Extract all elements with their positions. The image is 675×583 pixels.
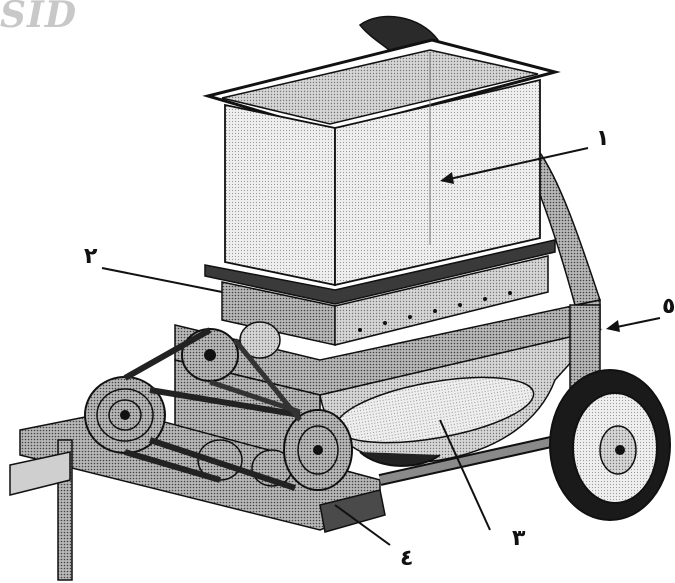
callout-hopper: ١ (596, 126, 610, 151)
callout-chassis: ٤ (400, 546, 414, 571)
callout-outlet: ٥ (662, 294, 675, 319)
leader-lines (101, 147, 661, 546)
callout-drum: ٣ (512, 526, 526, 551)
callout-feed-gate: ٢ (84, 244, 98, 269)
watermark-text: SID (0, 0, 78, 36)
wheel (549, 369, 671, 521)
pulley-drive (84, 321, 353, 491)
feed-gate (221, 255, 549, 346)
hopper (202, 38, 561, 305)
